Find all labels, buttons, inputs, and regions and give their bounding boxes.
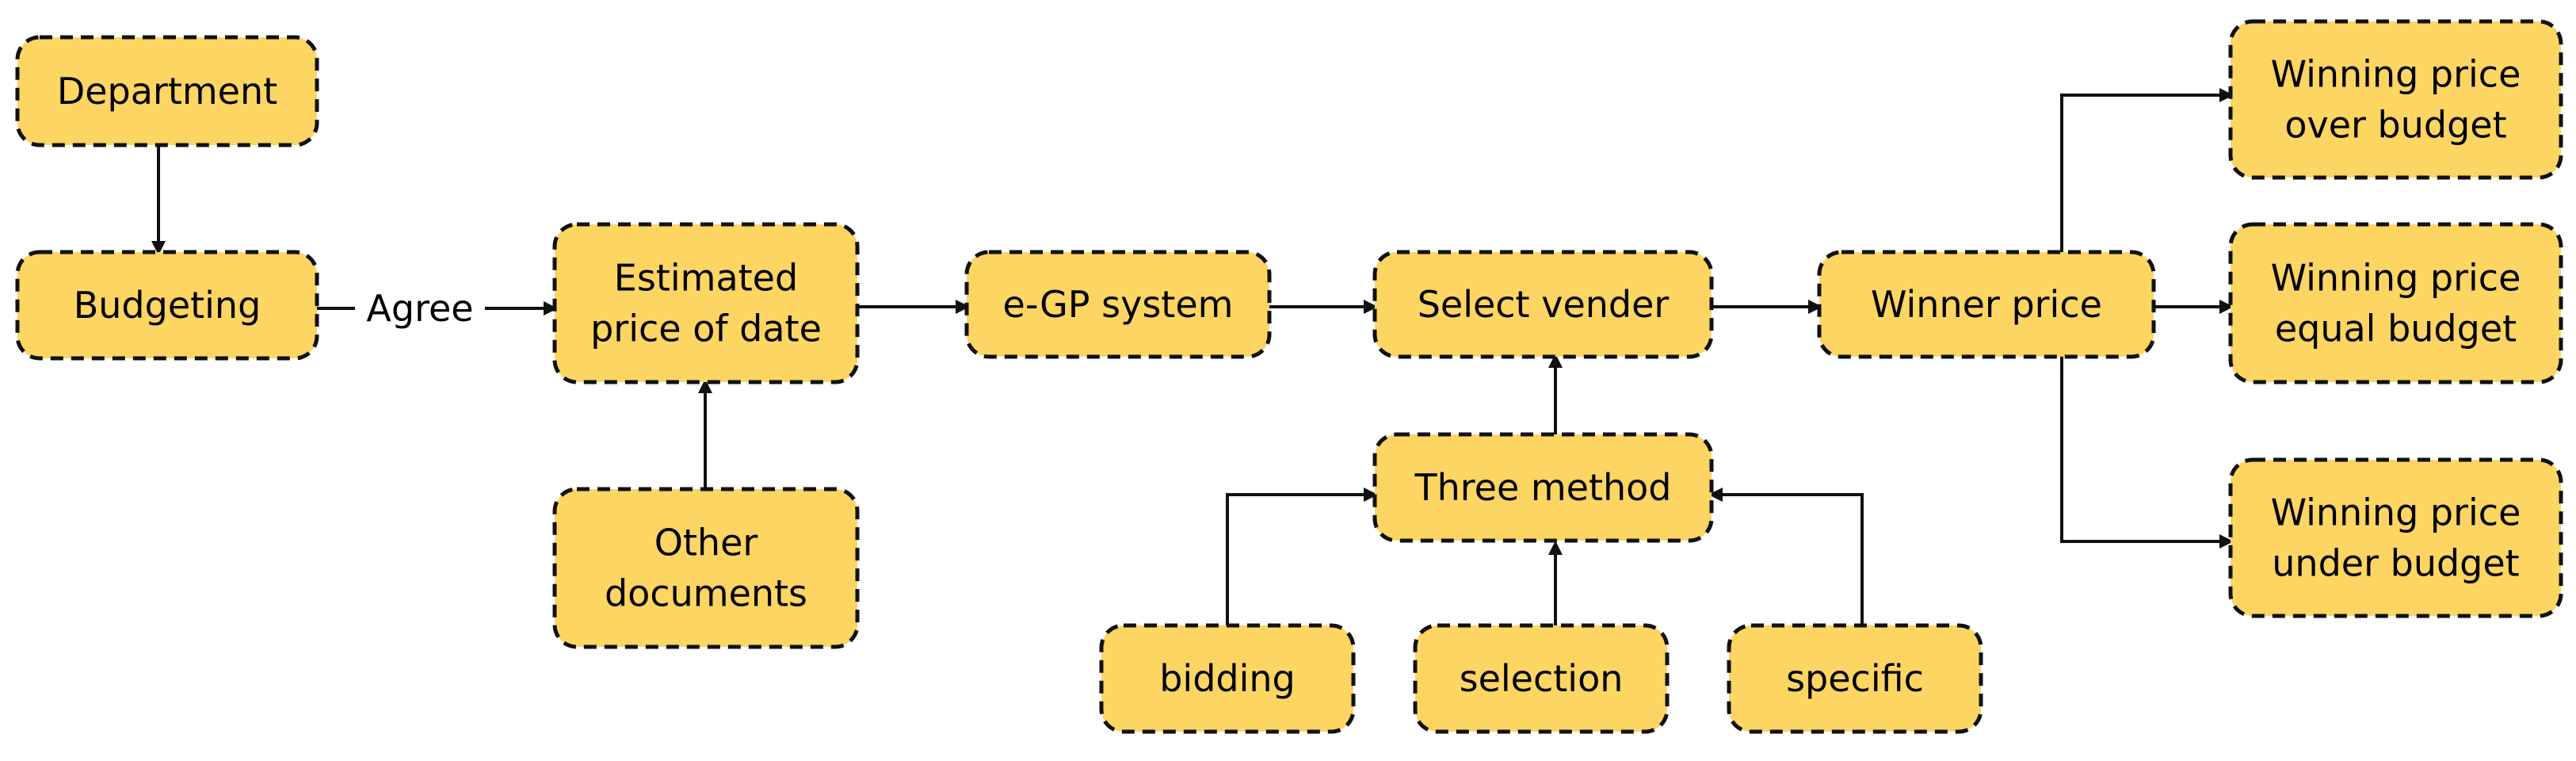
node-budgeting-label-line-1: Budgeting xyxy=(74,284,261,327)
node-winner-price-label-line-1: Winner price xyxy=(1871,283,2102,326)
node-win-under-label-line-1: Winning price xyxy=(2271,491,2521,534)
arrowhead-winnerprice xyxy=(1808,300,1822,314)
node-win-over-label-line-1: Winning price xyxy=(2271,53,2521,96)
node-win-equal-label-line-1: Winning price xyxy=(2271,257,2521,300)
node-other-docs-label-line-2: documents xyxy=(605,572,807,615)
node-selection-label-line-1: selection xyxy=(1460,657,1624,700)
node-other-docs-box xyxy=(552,487,860,649)
edge-bidding-to-threemethod xyxy=(1226,493,1375,625)
node-specific-label-line-1: specific xyxy=(1786,657,1924,700)
edges xyxy=(157,94,2231,625)
node-win-under-box xyxy=(2228,457,2563,618)
edge-label-agree: Agree xyxy=(366,287,473,330)
arrowhead-winunder xyxy=(2219,534,2234,549)
node-egp-label-line-1: e-GP system xyxy=(1003,283,1234,326)
arrowhead-egp xyxy=(956,300,970,314)
arrowhead-selectvender-bottom xyxy=(1548,354,1563,368)
arrowhead-winover xyxy=(2219,88,2234,102)
node-select-vender-label-line-1: Select vender xyxy=(1418,283,1670,326)
arrowhead-estimated-bottom xyxy=(698,379,712,393)
arrowheads xyxy=(151,88,2234,555)
node-estimated: Estimated price of date xyxy=(552,222,860,384)
node-other-docs-label-line-1: Other xyxy=(654,522,758,564)
node-three-method-label-line-1: Three method xyxy=(1414,466,1671,509)
node-department-label-line-1: Department xyxy=(57,70,277,113)
node-budgeting: Budgeting xyxy=(15,250,319,361)
node-win-equal: Winning price equal budget xyxy=(2228,222,2563,384)
node-win-equal-box xyxy=(2228,222,2563,384)
arrowhead-threemethod-right xyxy=(1708,488,1723,502)
node-estimated-label-line-2: price of date xyxy=(590,308,822,350)
edge-winnerprice-to-winunder xyxy=(2060,357,2231,543)
node-department: Department xyxy=(15,35,319,147)
node-win-over-label-line-2: over budget xyxy=(2284,104,2506,147)
node-bidding: bidding xyxy=(1099,623,1356,734)
node-win-under-label-line-2: under budget xyxy=(2272,542,2519,585)
node-winner-price: Winner price xyxy=(1817,250,2156,359)
node-select-vender-box xyxy=(1372,250,1714,359)
node-win-over-box xyxy=(2228,19,2563,180)
edge-specific-to-threemethod xyxy=(1712,493,1864,625)
node-egp-box xyxy=(964,250,1272,359)
node-bidding-box xyxy=(1099,623,1356,734)
arrowhead-threemethod-left xyxy=(1364,488,1378,502)
node-budgeting-box xyxy=(15,250,319,361)
node-win-over: Winning price over budget xyxy=(2228,19,2563,180)
arrowhead-winequal xyxy=(2219,300,2234,314)
node-win-equal-label-line-2: equal budget xyxy=(2275,308,2517,350)
node-egp: e-GP system xyxy=(964,250,1272,359)
node-specific: specific xyxy=(1727,623,1983,734)
edge-winnerprice-to-winover xyxy=(2060,94,2231,252)
node-estimated-box xyxy=(552,222,860,384)
arrowhead-budgeting xyxy=(151,241,166,255)
node-specific-box xyxy=(1727,623,1983,734)
node-selection: selection xyxy=(1413,623,1670,734)
node-three-method: Three method xyxy=(1372,432,1714,543)
node-estimated-label-line-1: Estimated xyxy=(614,257,798,300)
arrowhead-selectvender-left xyxy=(1364,300,1378,314)
node-other-docs: Other documents xyxy=(552,487,860,649)
node-bidding-label-line-1: bidding xyxy=(1159,657,1296,700)
arrowhead-estimated-left xyxy=(544,301,558,315)
node-select-vender: Select vender xyxy=(1372,250,1714,359)
node-win-under: Winning price under budget xyxy=(2228,457,2563,618)
node-three-method-box xyxy=(1372,432,1714,543)
node-department-box xyxy=(15,35,319,147)
arrowhead-threemethod-bottom xyxy=(1548,541,1563,555)
node-selection-box xyxy=(1413,623,1670,734)
node-winner-price-box xyxy=(1817,250,2156,359)
